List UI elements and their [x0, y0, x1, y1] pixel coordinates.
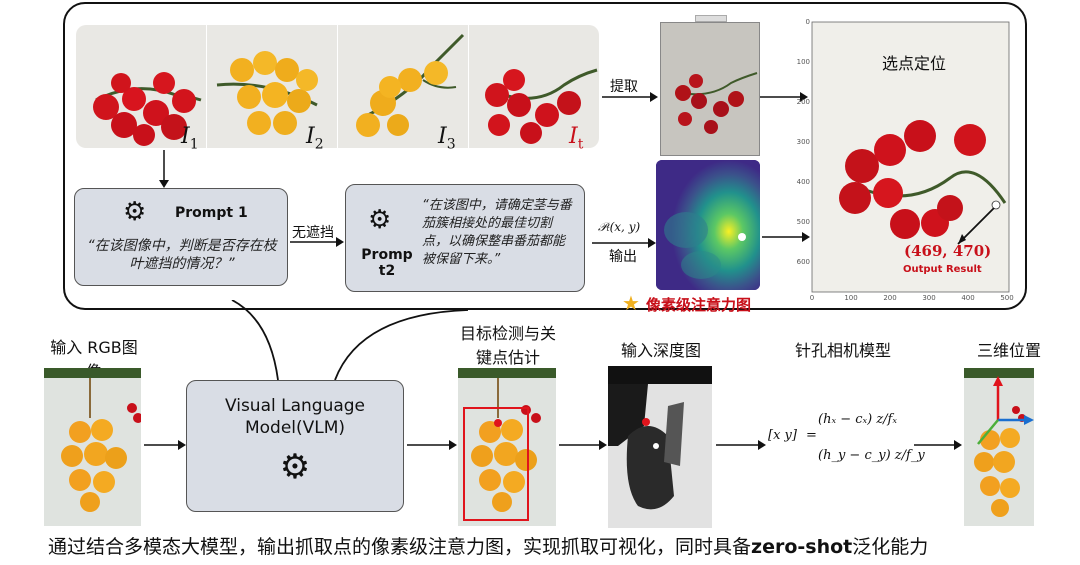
extract-arrow: [602, 92, 658, 102]
rgb-input-image: [44, 368, 141, 526]
arrow-vlm-detect: [407, 440, 457, 450]
eq-row2: (h_y − c_y) z/f_y: [818, 448, 925, 463]
rgb-tomato-yellow: [44, 368, 141, 512]
output-arrow: [592, 238, 656, 248]
photo-it: [469, 25, 599, 148]
x-tick-label: 400: [961, 294, 974, 302]
select-point-plot: 0 100 200 300 400 500 600 0 100 200 300 400 500: [790, 18, 1015, 303]
y-tick-label: 300: [797, 138, 810, 146]
caption-post: 泛化能力: [852, 536, 929, 558]
photo-i2: [207, 25, 337, 148]
pos3d-axes-graphic: [964, 368, 1034, 517]
label-it: It: [569, 124, 584, 153]
tomato-cluster-yellow: [216, 51, 318, 135]
detect-title: 目标检测与关键点估计: [459, 324, 556, 367]
output-result-label: Output Result: [903, 264, 982, 275]
label-i3: I3: [438, 124, 456, 153]
tomato-cluster-red-target: [485, 68, 598, 144]
output-label: 输出: [609, 249, 637, 265]
attention-heatmap: [656, 160, 760, 290]
pinhole-title: 针孔相机模型: [794, 341, 891, 360]
to-select-arrow: [760, 92, 808, 102]
prompt1-card: ⚙ Prompt 1 “在该图像中，判断是否存在枝叶遮挡的情况？”: [74, 188, 288, 286]
x-tick-label: 200: [883, 294, 896, 302]
vlm-title: Visual Language Model(VLM): [224, 396, 366, 438]
figure-caption: 通过结合多模态大模型，输出抓取点的像素级注意力图，实现抓取可视化，同时具备zer…: [48, 532, 1048, 559]
pos3d-image: [964, 368, 1034, 526]
heatmap-to-plot-arrow: [762, 232, 810, 242]
depth-image: [608, 366, 712, 528]
y-tick-label: 0: [806, 18, 810, 26]
x-tick-label: 0: [810, 294, 814, 302]
arrow-depth-pinhole: [716, 440, 766, 450]
eq-row1: (hₓ − cₓ) z/fₓ: [818, 412, 897, 427]
caption-bold: zero-shot: [751, 536, 853, 558]
arrow-pinhole-3d: [914, 440, 962, 450]
vlm-connector-curves: [231, 300, 469, 381]
pt-formula: 𝒫ₜ(x, y): [598, 220, 641, 234]
y-tick-label: 600: [797, 258, 810, 266]
extracted-tomato-icon: [661, 23, 759, 155]
x-tick-label: 500: [1000, 294, 1013, 302]
pinhole-equation: [x y] = (hₓ − cₓ) z/fₓ (h_y − c_y) z/f_y: [768, 398, 925, 486]
y-tick-label: 200: [797, 98, 810, 106]
y-ticks: 0 100 200 300 400 500 600: [797, 18, 810, 266]
vlm-openai-icon: ⚙: [279, 447, 311, 487]
y-tick-label: 500: [797, 218, 810, 226]
tomato-cluster-yellow-2: [356, 33, 465, 137]
depth-map-graphic: [608, 366, 712, 528]
no-occlusion-label: 无遮挡: [292, 225, 334, 241]
x-tick-label: 300: [922, 294, 935, 302]
heatmap-graphic: [656, 160, 760, 290]
detect-tomato-box: [458, 368, 556, 521]
coord-text: (469, 470): [904, 242, 992, 260]
prompt1-title: Prompt 1: [175, 205, 248, 221]
attention-label: 像素级注意力图: [646, 296, 752, 314]
tomato-cluster-red-1: [93, 72, 202, 146]
extracted-image: [660, 22, 760, 156]
x-ticks: 0 100 200 300 400 500: [810, 294, 1014, 302]
y-tick-label: 400: [797, 178, 810, 186]
eq-lhs: [x y]: [768, 428, 797, 443]
y-tick-label: 100: [797, 58, 810, 66]
select-point-chart: 0 100 200 300 400 500 600 0 100 200 300 400 500: [797, 18, 1014, 302]
caption-pre: 通过结合多模态大模型，输出抓取点的像素级注意力图，实现抓取可视化，同时具备: [48, 536, 752, 558]
photo-i1: [76, 25, 206, 148]
vlm-box: Visual Language Model(VLM) ⚙: [186, 380, 404, 512]
x-tick-label: 100: [844, 294, 857, 302]
star-icon: ★: [622, 291, 640, 315]
prompt1-text: “在该图像中，判断是否存在枝叶遮挡的情况？”: [87, 238, 277, 272]
select-point-title: 选点定位: [882, 54, 947, 73]
extracted-top-strip: [695, 15, 727, 22]
photo-i3: [338, 25, 468, 148]
arrow-detect-depth: [559, 440, 607, 450]
prompt2-card: ⚙ Promp t2 “在该图中，请确定茎与番茄簇相接处的最佳切割点，以确保整串…: [345, 184, 585, 292]
eq-equals: =: [806, 428, 817, 443]
no-occlusion-arrow: [290, 237, 344, 247]
depth-title: 输入深度图: [620, 341, 701, 360]
down-arrow: [159, 150, 169, 188]
prompt2-text: “在该图中，请确定茎与番茄簇相接处的最佳切割点，以确保整串番茄都能被保留下来。”: [422, 198, 572, 267]
arrow-rgb-vlm: [144, 440, 186, 450]
chatgpt-icon: ⚙: [123, 197, 147, 227]
prompt2-title: Promp t2: [361, 247, 413, 279]
top-panel: [63, 2, 1027, 310]
label-i1: I1: [181, 124, 199, 153]
detect-image: [458, 368, 556, 526]
extract-label: 提取: [610, 79, 638, 95]
chatgpt-icon-2: ⚙: [368, 205, 392, 235]
label-i2: I2: [306, 124, 324, 153]
pos3d-title: 三维位置: [976, 341, 1041, 360]
